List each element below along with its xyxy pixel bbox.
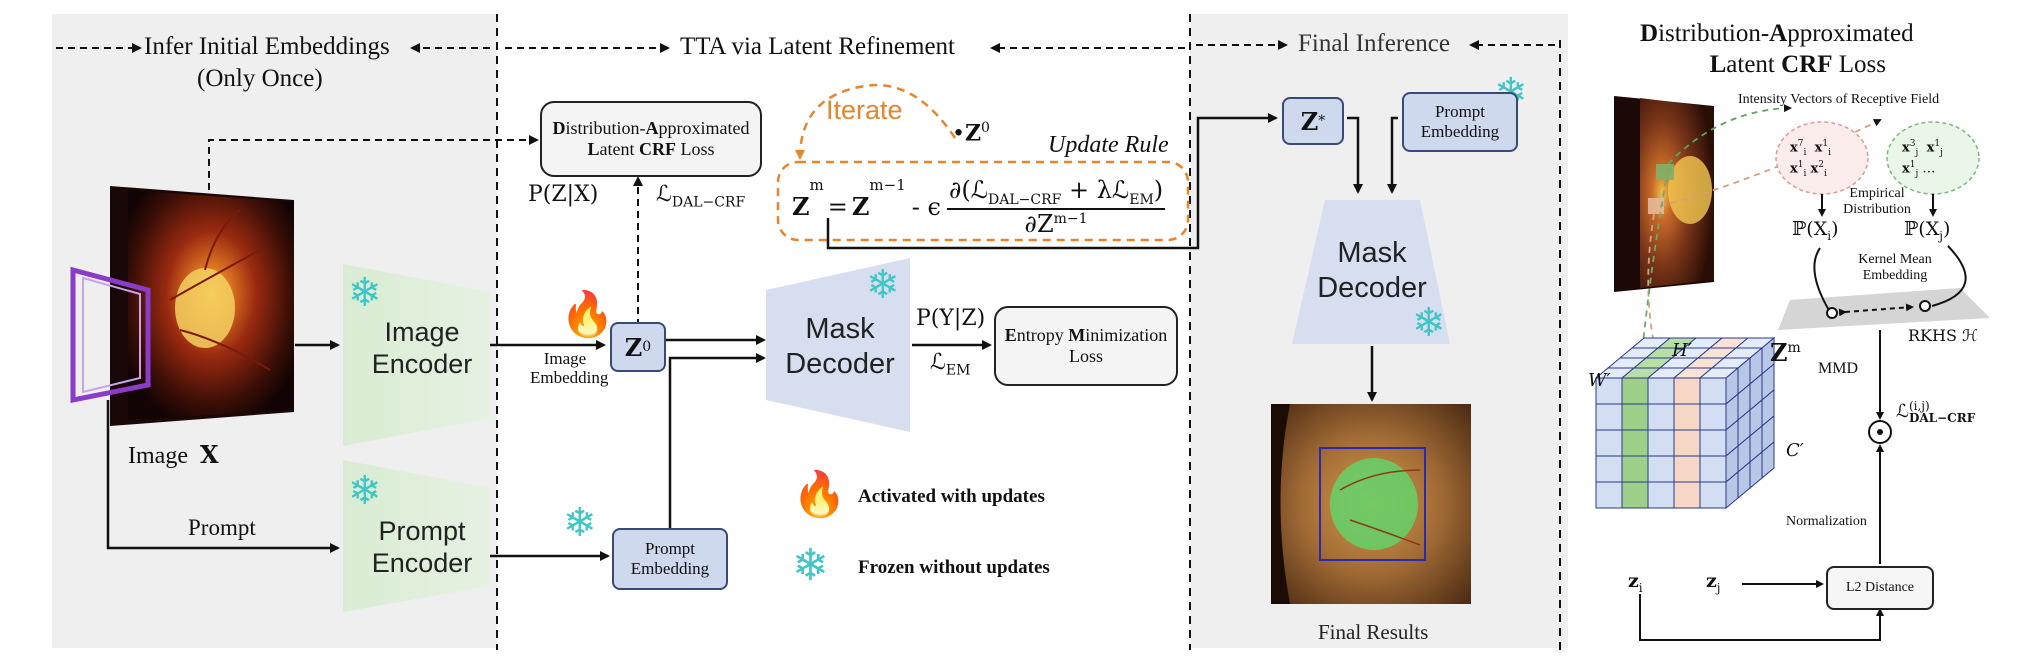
empirical-distribution-label: Empirical Distribution [1843,186,1911,218]
cloud-left-text: x7i x1i x1i x2i [1790,139,1832,179]
final-prompt-embedding-node: Prompt Embedding [1402,92,1518,152]
header-tta: TTA via Latent Refinement [680,33,955,60]
flame-icon: 🔥 [560,289,615,340]
dal-crf-loss-box: Distribution-Approximated Latent CRF Los… [540,101,762,177]
z-m-label: Zm [1770,338,1801,367]
z-star-node: Z* [1282,97,1344,145]
prompt-embedding-node: Prompt Embedding [612,528,728,590]
z0-top: •Z0 [952,120,990,147]
final-mask-decoder-label: Mask Decoder [1317,237,1427,304]
prompt-encoder-label: Prompt Encoder [371,516,473,579]
header-only-once: (Only Once) [197,65,323,92]
entropy-minimization-box: Entropy Minimization Loss [994,306,1178,386]
z-i-label: zi [1628,570,1643,595]
final-result-image [1271,404,1471,604]
update-rule-label: Update Rule [1048,132,1169,158]
snowflake-icon: ❄ [348,468,382,514]
legend-frozen: Frozen without updates [858,557,1050,578]
l-dal-ij-label: ℒ(i,j)DAL−CRF [1896,399,1976,425]
snowflake-icon: ❄ [866,262,900,308]
input-image [110,186,294,426]
h-prime-label: H′ [1672,340,1692,361]
cloud-right-text: x3j x1j x1j … [1902,139,1943,179]
legend-activated: Activated with updates [858,486,1045,507]
snowflake-icon: ❄ [348,270,382,316]
l2-distance-box: L2 Distance [1826,566,1934,610]
image-embedding-label: Image Embedding [530,349,609,387]
header-infer-initial: Infer Initial Embeddings [144,33,390,60]
p-xi-label: ℙ(Xi) [1792,218,1839,243]
rkhs-label: RKHS ℋ [1908,326,1978,345]
l-dal-crf-label: ℒDAL−CRF [656,182,746,211]
mmd-label: MMD [1818,360,1859,377]
kernel-mean-embedding-label: Kernel Mean Embedding [1858,252,1932,284]
header-final-inference: Final Inference [1298,30,1451,57]
prompt-label: Prompt [188,515,256,540]
flame-icon: 🔥 [792,469,847,520]
p-z-given-x: P(Z|X) [528,182,599,207]
p-y-given-z: P(Y|Z) [916,306,986,331]
snowflake-icon: ❄ [1412,300,1446,346]
prompt-encoder-shape [343,460,490,612]
snowflake-icon: ❄ [792,540,829,591]
image-encoder-label: Image Encoder [371,317,473,380]
image-encoder-shape [343,264,490,446]
right-title: Distribution-Approximated Latent CRF Los… [1640,20,1914,79]
mask-decoder-shape [766,258,910,432]
l-em-label: ℒEM [930,350,971,379]
w-prime-label: W′ [1588,370,1611,391]
normalization-label: Normalization [1786,514,1867,529]
final-mask-decoder-shape [1292,200,1450,344]
p-xj-label: ℙ(Xj) [1904,218,1951,243]
snowflake-icon: ❄ [563,500,597,546]
final-results-label: Final Results [1318,620,1429,644]
latent-tensor-cube [1594,336,1776,510]
mask-decoder-label: Mask Decoder [785,313,895,380]
z-j-label: zj [1706,570,1721,595]
intensity-vectors-label: Intensity Vectors of Receptive Field [1738,92,1940,107]
image-x-label: Image X [128,440,219,469]
c-prime-label: C′ [1786,440,1804,461]
iterate-label: Iterate [826,95,903,125]
